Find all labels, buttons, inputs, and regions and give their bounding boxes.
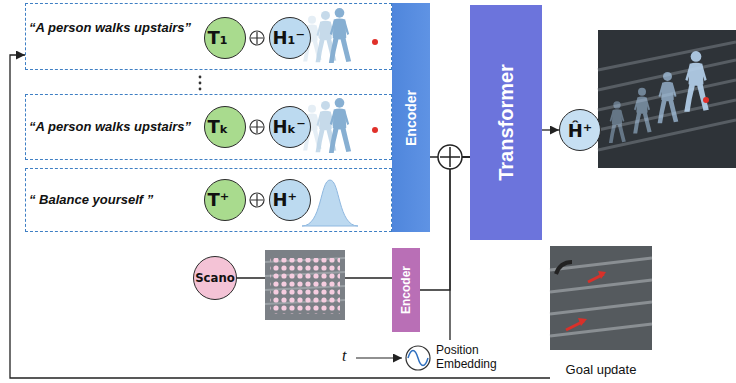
text-token-circle: Tₖ — [204, 106, 246, 148]
node-text: Position Embedding — [436, 343, 512, 371]
input-group-box: “A person walks upstairs” T₁ H₁⁻ — [25, 3, 392, 70]
node-text: H⁺ — [273, 189, 298, 210]
node-text: Hₖ⁻ — [273, 116, 306, 137]
input-group-box: “A person walks upstairs” Tₖ Hₖ⁻ — [25, 94, 392, 160]
time-arrow — [356, 357, 402, 358]
concat-symbols — [250, 31, 264, 207]
node-text: Tₖ — [208, 116, 229, 137]
node-text: “A person walks upstairs” — [29, 119, 191, 134]
connector — [542, 129, 559, 130]
position-embedding: Position Embedding — [406, 340, 516, 376]
motion-token-circle: H₁⁻ — [269, 17, 311, 59]
goal-update-panel: Goal update — [550, 246, 652, 380]
node-text: “A person walks upstairs” — [29, 20, 191, 35]
node-text: T⁺ — [208, 189, 230, 210]
motion-token-circle: H⁺ — [269, 179, 311, 221]
encoder-block: Encoder — [392, 248, 420, 332]
output-image — [598, 30, 736, 168]
node-text: Ĥ⁺ — [568, 120, 593, 141]
transformer-block: Transformer — [470, 5, 542, 240]
node-text: Encoder — [403, 89, 419, 145]
connector — [450, 157, 470, 340]
motion-figure — [329, 8, 351, 63]
goal-update-image — [550, 246, 652, 350]
goal-dot — [372, 39, 378, 45]
input-group-box: “ Balance yourself ” T⁺ H⁺ — [25, 168, 392, 232]
node-text: Goal update — [550, 362, 652, 377]
node-text: H₁⁻ — [273, 27, 305, 48]
text-token-circle: T₁ — [204, 17, 246, 59]
motion-figure — [329, 98, 351, 153]
motion-token-circle: Hₖ⁻ — [269, 106, 311, 148]
node-text: T₁ — [208, 27, 228, 48]
scene-token-circle: Scano — [193, 256, 237, 300]
output-motion-circle: Ĥ⁺ — [559, 109, 601, 151]
goal-dot — [372, 127, 378, 133]
ellipsis-dots — [199, 76, 202, 91]
node-text: Transformer — [495, 64, 518, 181]
node-text: Scano — [195, 271, 235, 285]
sine-icon — [406, 346, 430, 370]
encoder-block: Encoder — [392, 3, 430, 232]
text-token-circle: T⁺ — [204, 179, 246, 221]
connector — [10, 55, 550, 378]
node-text: Encoder — [399, 266, 413, 314]
variable-label: t — [342, 347, 346, 365]
scene-image — [265, 250, 345, 320]
node-text: “ Balance yourself ” — [29, 192, 153, 207]
sum-symbol — [438, 145, 462, 169]
